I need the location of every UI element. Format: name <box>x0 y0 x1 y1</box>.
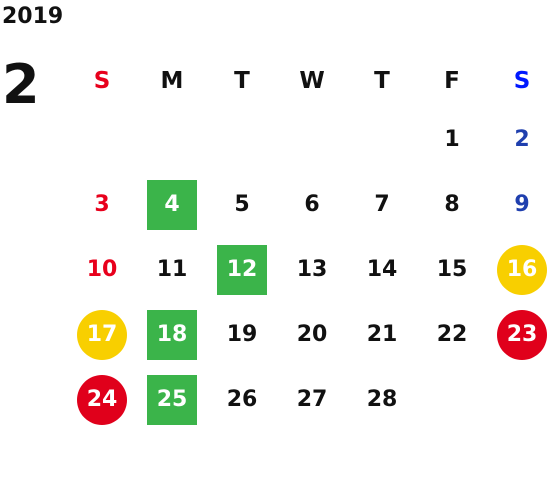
week-row: 24 25 26 27 28 <box>67 367 548 432</box>
weekday-header-row: S M T W T F S <box>67 55 548 107</box>
day-cell-friday[interactable]: 1 <box>417 107 487 172</box>
day-number: 5 <box>234 192 250 217</box>
day-cell-wednesday[interactable]: 6 <box>277 172 347 237</box>
month-number: 2 <box>2 53 40 116</box>
week-row: 3 4 5 6 7 8 9 <box>67 172 548 237</box>
day-number: 26 <box>226 387 258 412</box>
highlight-square: 12 <box>217 244 267 295</box>
day-cell-monday[interactable]: 4 <box>137 172 207 237</box>
day-cell-sunday[interactable]: 10 <box>67 237 137 302</box>
weekday-tuesday: T <box>234 68 250 94</box>
highlight-square: 25 <box>147 374 197 425</box>
day-cell-tuesday <box>207 107 277 172</box>
day-cell-thursday <box>347 107 417 172</box>
week-row: 10 11 12 13 14 15 16 <box>67 237 548 302</box>
day-number: 10 <box>86 257 118 282</box>
day-cell-friday[interactable]: 22 <box>417 302 487 367</box>
day-cell-monday <box>137 107 207 172</box>
day-cell-saturday <box>487 367 548 432</box>
day-cell-monday[interactable]: 25 <box>137 367 207 432</box>
day-number: 1 <box>444 127 460 152</box>
day-cell-saturday[interactable]: 9 <box>487 172 548 237</box>
day-number: 18 <box>156 322 188 347</box>
day-number: 6 <box>304 192 320 217</box>
weekday-monday: M <box>160 68 184 94</box>
highlight-circle: 23 <box>497 309 547 360</box>
day-cell-wednesday <box>277 107 347 172</box>
day-number: 2 <box>514 127 530 152</box>
day-cell-monday[interactable]: 18 <box>137 302 207 367</box>
day-number: 4 <box>164 192 180 217</box>
day-cell-thursday[interactable]: 21 <box>347 302 417 367</box>
day-number: 16 <box>506 257 538 282</box>
day-cell-wednesday[interactable]: 27 <box>277 367 347 432</box>
day-number: 7 <box>374 192 390 217</box>
highlight-circle: 24 <box>77 374 127 425</box>
day-cell-thursday[interactable]: 14 <box>347 237 417 302</box>
day-number: 24 <box>86 387 118 412</box>
day-number: 12 <box>226 257 258 282</box>
day-cell-wednesday[interactable]: 13 <box>277 237 347 302</box>
day-cell-sunday[interactable]: 24 <box>67 367 137 432</box>
day-number: 28 <box>366 387 398 412</box>
day-cell-tuesday[interactable]: 19 <box>207 302 277 367</box>
day-number: 15 <box>436 257 468 282</box>
day-cell-tuesday[interactable]: 5 <box>207 172 277 237</box>
day-number: 22 <box>436 322 468 347</box>
weekday-wednesday: W <box>299 68 325 94</box>
weekday-sunday: S <box>93 68 111 94</box>
highlight-square: 4 <box>147 179 197 230</box>
day-number: 9 <box>514 192 530 217</box>
weekday-saturday: S <box>513 68 531 94</box>
week-row: 17 18 19 20 21 22 23 <box>67 302 548 367</box>
day-number: 20 <box>296 322 328 347</box>
day-cell-sunday[interactable]: 17 <box>67 302 137 367</box>
highlight-circle: 17 <box>77 309 127 360</box>
day-cell-tuesday[interactable]: 26 <box>207 367 277 432</box>
year-label: 2019 <box>2 4 64 29</box>
day-cell-friday <box>417 367 487 432</box>
day-number: 27 <box>296 387 328 412</box>
day-number: 17 <box>86 322 118 347</box>
day-cell-wednesday[interactable]: 20 <box>277 302 347 367</box>
day-number: 3 <box>94 192 110 217</box>
day-cell-sunday[interactable]: 3 <box>67 172 137 237</box>
day-cell-sunday <box>67 107 137 172</box>
day-cell-saturday[interactable]: 16 <box>487 237 548 302</box>
day-number: 8 <box>444 192 460 217</box>
weekday-thursday: T <box>374 68 390 94</box>
highlight-circle: 16 <box>497 244 547 295</box>
day-cell-saturday[interactable]: 23 <box>487 302 548 367</box>
day-number: 14 <box>366 257 398 282</box>
day-number: 25 <box>156 387 188 412</box>
day-cell-monday[interactable]: 11 <box>137 237 207 302</box>
day-cell-saturday[interactable]: 2 <box>487 107 548 172</box>
day-cell-friday[interactable]: 8 <box>417 172 487 237</box>
day-number: 13 <box>296 257 328 282</box>
day-cell-friday[interactable]: 15 <box>417 237 487 302</box>
day-cell-thursday[interactable]: 7 <box>347 172 417 237</box>
highlight-square: 18 <box>147 309 197 360</box>
weekday-friday: F <box>444 68 460 94</box>
day-cell-thursday[interactable]: 28 <box>347 367 417 432</box>
day-number: 19 <box>226 322 258 347</box>
day-number: 23 <box>506 322 538 347</box>
day-cell-tuesday[interactable]: 12 <box>207 237 277 302</box>
day-number: 11 <box>156 257 188 282</box>
day-number: 21 <box>366 322 398 347</box>
